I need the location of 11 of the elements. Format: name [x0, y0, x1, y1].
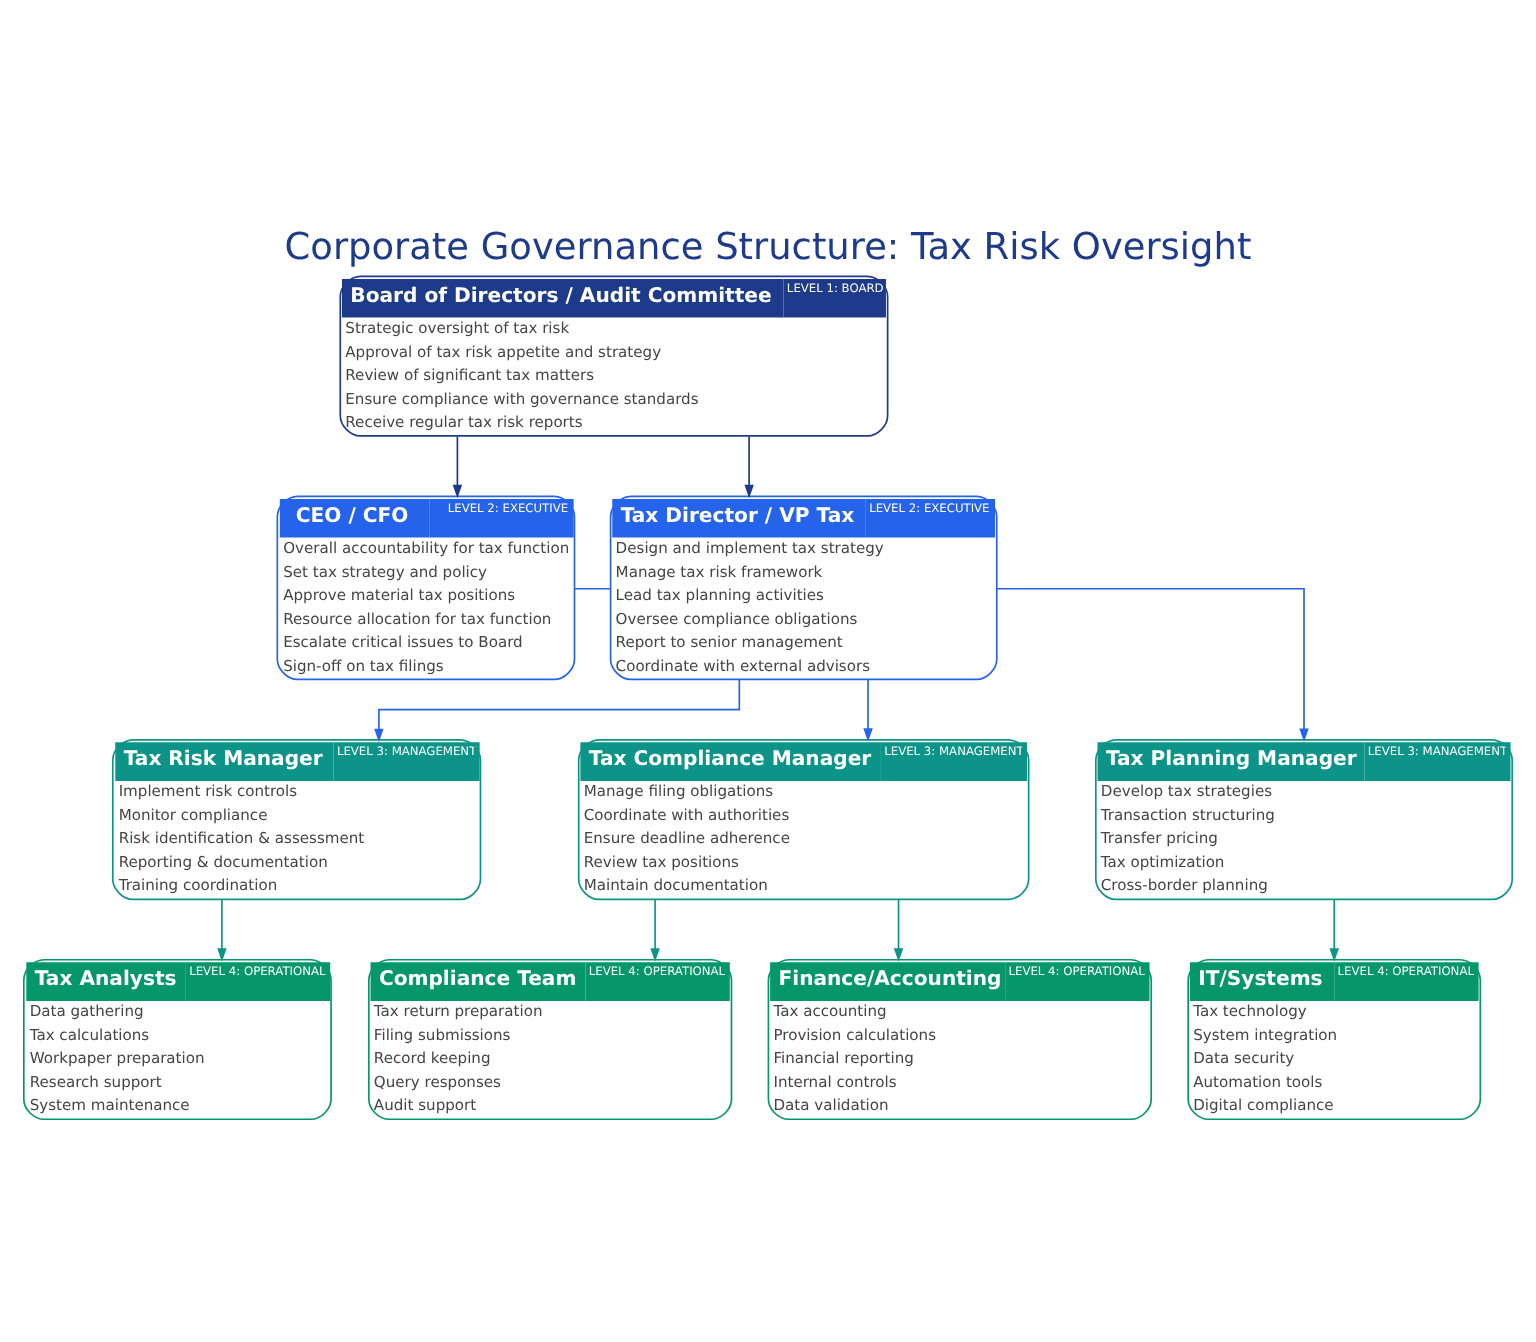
diagram-title: Corporate Governance Structure: Tax Risk Oversight — [284, 226, 1252, 269]
arrow — [650, 898, 660, 962]
arrow — [863, 678, 873, 742]
arrow — [452, 435, 463, 499]
arrow — [893, 898, 904, 962]
arrow — [1329, 898, 1339, 962]
arrow — [744, 435, 754, 499]
arrow — [996, 587, 1309, 743]
connector — [573, 587, 612, 590]
arrow — [217, 898, 227, 962]
arrow — [374, 678, 741, 743]
